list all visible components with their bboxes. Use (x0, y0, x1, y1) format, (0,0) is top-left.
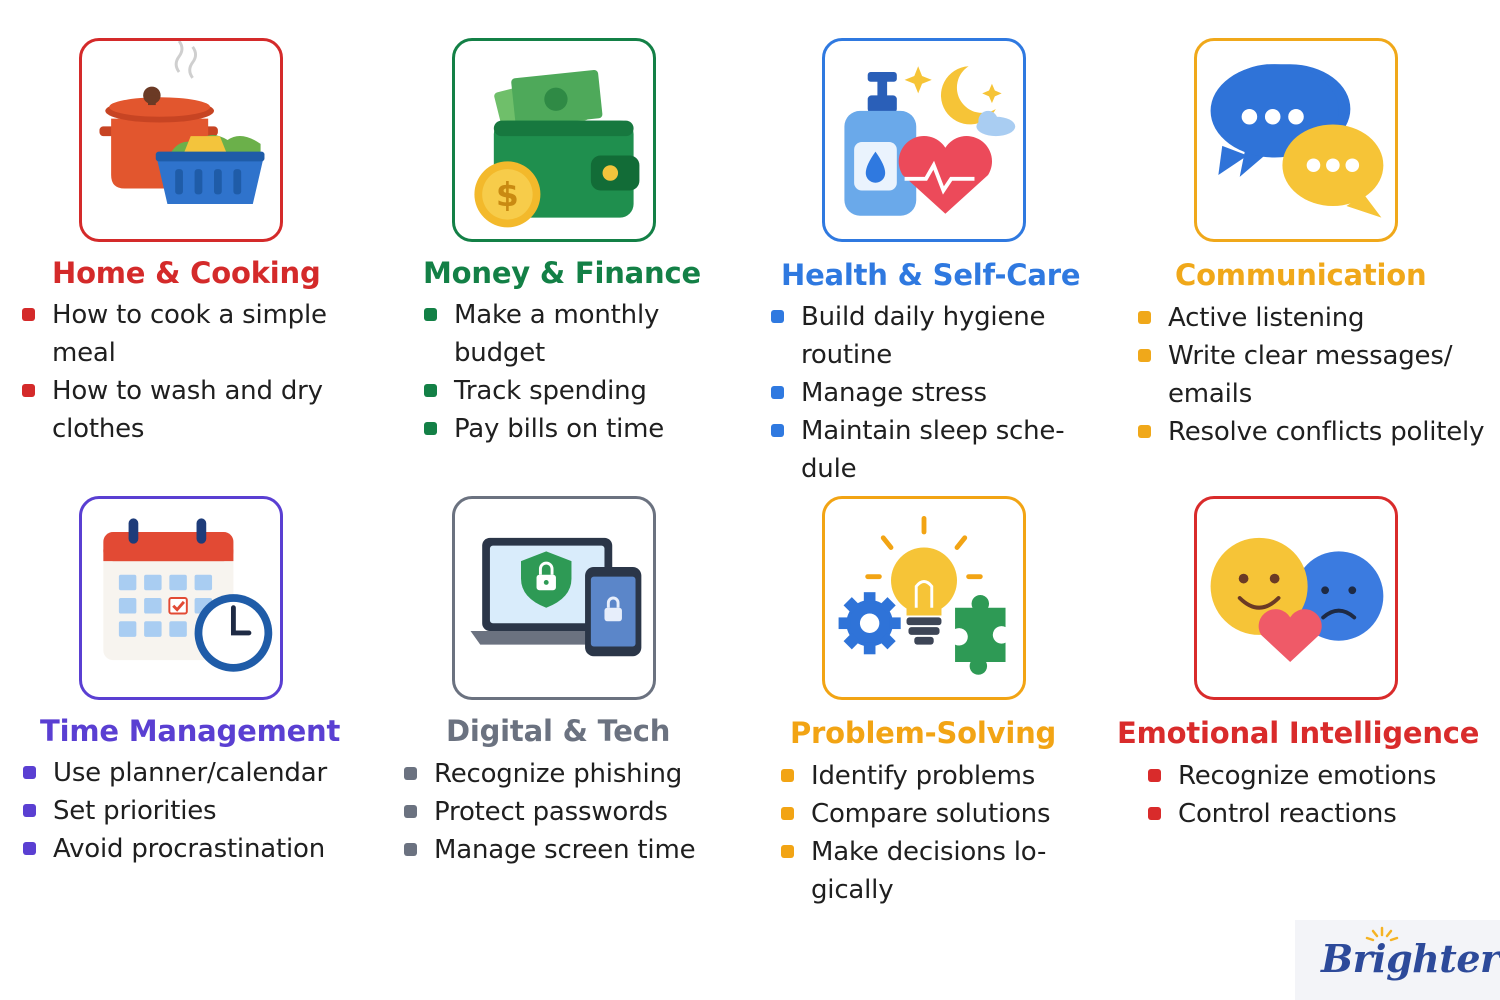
category-list-time-management: Use planner/calendar Set priorities Avoi… (23, 754, 373, 868)
category-list-communication: Active listening Write clear messages/ e… (1138, 299, 1488, 451)
calendar-clock-icon (79, 496, 283, 700)
list-item: Compare solutions (781, 795, 1091, 833)
cooking-pot-laundry-icon (79, 38, 283, 242)
list-item: How to wash and dry clothes (22, 372, 362, 448)
list-item: Make decisions lo-gically (781, 833, 1091, 909)
laptop-shield-icon (452, 496, 656, 700)
bullet-icon (23, 804, 36, 817)
speech-bubbles-icon (1194, 38, 1398, 242)
category-title-health-self-care: Health & Self-Care (781, 258, 1081, 292)
category-list-digital-tech: Recognize phishing Protect passwords Man… (404, 755, 744, 869)
soap-heart-moon-icon (822, 38, 1026, 242)
category-list-emotional-intelligence: Recognize emotions Control reactions (1148, 757, 1488, 833)
bullet-icon (781, 845, 794, 858)
list-item: Avoid procrastination (23, 830, 373, 868)
bullet-icon (404, 805, 417, 818)
bullet-icon (424, 384, 437, 397)
bullet-icon (1138, 311, 1151, 324)
list-item: Set priorities (23, 792, 373, 830)
bullet-icon (1138, 349, 1151, 362)
list-item: How to cook a simple meal (22, 296, 362, 372)
bullet-icon (22, 384, 35, 397)
list-item: Active listening (1138, 299, 1488, 337)
category-list-problem-solving: Identify problems Compare solutions Make… (781, 757, 1091, 909)
brand-logo: Brighterly (1295, 920, 1500, 1000)
bullet-icon (404, 767, 417, 780)
list-item: Make a monthly budget (424, 296, 744, 372)
list-item: Resolve conflicts politely (1138, 413, 1488, 451)
list-item: Control reactions (1148, 795, 1488, 833)
lightbulb-gear-puzzle-icon (822, 496, 1026, 700)
list-item: Recognize emotions (1148, 757, 1488, 795)
list-item: Identify problems (781, 757, 1091, 795)
svg-text:$: $ (496, 175, 519, 214)
bullet-icon (771, 424, 784, 437)
bullet-icon (1148, 769, 1161, 782)
list-item: Maintain sleep sche-dule (771, 412, 1081, 488)
bullet-icon (23, 842, 36, 855)
list-item: Protect passwords (404, 793, 744, 831)
wallet-money-icon: $ (452, 38, 656, 242)
bullet-icon (771, 310, 784, 323)
list-item: Pay bills on time (424, 410, 744, 448)
category-title-home-cooking: Home & Cooking (52, 256, 321, 290)
category-title-money-finance: Money & Finance (423, 256, 701, 290)
list-item: Manage stress (771, 374, 1081, 412)
category-title-communication: Communication (1175, 258, 1427, 292)
bullet-icon (23, 766, 36, 779)
bullet-icon (1138, 425, 1151, 438)
category-title-time-management: Time Management (40, 714, 341, 748)
category-title-emotional-intelligence: Emotional Intelligence (1117, 716, 1480, 750)
list-item: Write clear messages/ emails (1138, 337, 1488, 413)
list-item: Manage screen time (404, 831, 744, 869)
bullet-icon (771, 386, 784, 399)
bullet-icon (22, 308, 35, 321)
category-list-home-cooking: How to cook a simple meal How to wash an… (22, 296, 362, 448)
category-list-money-finance: Make a monthly budget Track spending Pay… (424, 296, 744, 448)
category-title-problem-solving: Problem-Solving (790, 716, 1057, 750)
list-item: Track spending (424, 372, 744, 410)
bullet-icon (781, 807, 794, 820)
bullet-icon (404, 843, 417, 856)
list-item: Recognize phishing (404, 755, 744, 793)
list-item: Use planner/calendar (23, 754, 373, 792)
brand-logo-text: Brighterly (1321, 936, 1500, 981)
list-item: Build daily hygiene routine (771, 298, 1081, 374)
bullet-icon (1148, 807, 1161, 820)
category-title-digital-tech: Digital & Tech (446, 714, 671, 748)
bullet-icon (424, 308, 437, 321)
bullet-icon (781, 769, 794, 782)
category-list-health-self-care: Build daily hygiene routine Manage stres… (771, 298, 1081, 488)
sun-rays-icon (1365, 926, 1399, 942)
emotion-faces-heart-icon (1194, 496, 1398, 700)
bullet-icon (424, 422, 437, 435)
